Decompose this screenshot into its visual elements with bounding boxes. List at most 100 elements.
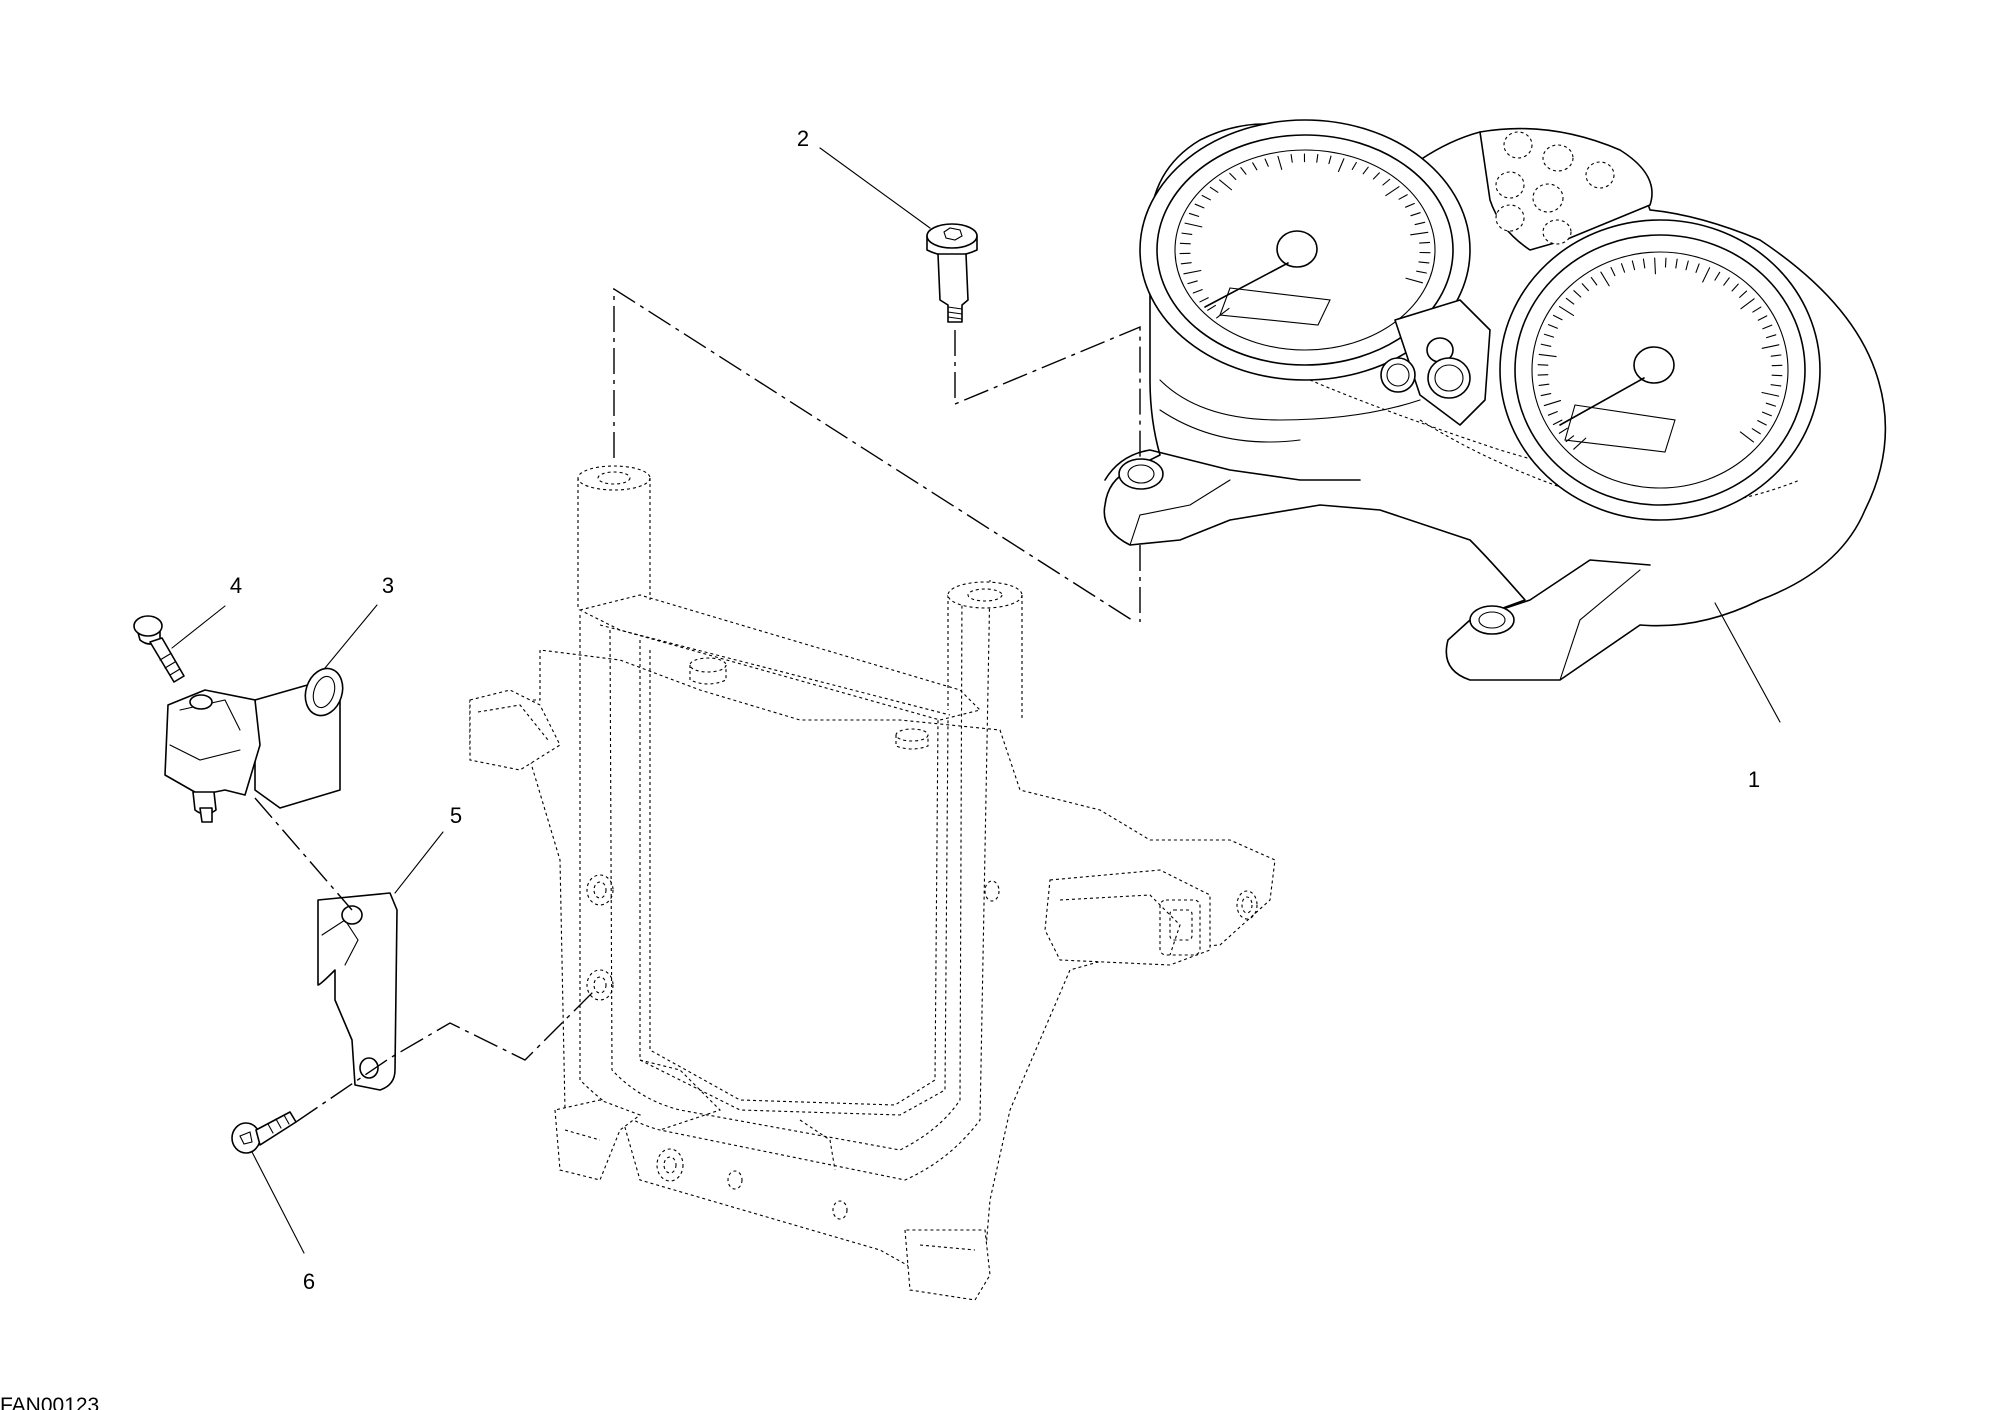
instrument-support-bracket	[469, 465, 1276, 1301]
callout-number: 1	[1748, 767, 1760, 792]
gauge-tick	[1410, 212, 1421, 217]
callout-number: 5	[450, 803, 462, 828]
callout-5: 5	[394, 803, 462, 894]
speedometer-ticks	[1537, 257, 1783, 450]
gauge-tick	[1770, 384, 1782, 387]
gauge-tick	[1419, 241, 1431, 244]
gauge-tick	[1757, 315, 1768, 321]
callout-number: 4	[230, 573, 242, 598]
callout-number: 2	[797, 126, 809, 151]
gauge-tick	[1181, 232, 1193, 236]
gauge-tick	[1610, 266, 1616, 277]
gauge-tick	[1405, 202, 1415, 208]
callout-6: 6	[251, 1151, 315, 1294]
gauge-tick	[1183, 269, 1202, 275]
gauge-tick	[1761, 344, 1780, 349]
instrument-cluster	[1103, 119, 1887, 681]
gauge-tick	[1573, 437, 1587, 450]
gauge-tick	[1702, 267, 1711, 283]
gauge-tick	[1723, 277, 1730, 286]
gauge-tick	[1547, 411, 1558, 416]
gauge-tick	[1642, 258, 1646, 269]
gauge-tick	[1351, 161, 1357, 171]
gauge-tick	[1752, 306, 1762, 313]
gauge-tick	[1543, 400, 1562, 407]
gauge-tick	[1277, 155, 1283, 170]
gauge-tick	[1685, 260, 1689, 271]
gauge-tick	[1766, 334, 1777, 339]
gauge-tick	[1192, 289, 1203, 294]
gauge-tick	[1761, 411, 1772, 417]
gauge-tick	[1547, 324, 1558, 329]
gauge-tick	[1552, 419, 1563, 426]
gauge-tick	[1207, 304, 1217, 311]
gauge-tick	[1179, 242, 1191, 245]
gauge-tick	[1414, 221, 1426, 226]
gauge-tick	[1316, 153, 1319, 163]
gauge-tick	[1290, 154, 1293, 163]
gauge-tick	[1540, 392, 1552, 397]
gauge-tick	[1731, 283, 1739, 292]
gauge-tick	[1194, 203, 1205, 209]
gauge-tick	[1620, 263, 1626, 273]
gauge-tick	[1372, 172, 1380, 180]
gauge-tick	[1757, 420, 1767, 426]
gauge-tick	[1337, 158, 1345, 173]
gauge-tick	[1418, 261, 1430, 264]
assembly-center-lines	[254, 287, 1141, 1123]
gauge-tick	[1410, 231, 1429, 236]
gauge-tick	[1188, 212, 1200, 217]
gauge-tick	[1739, 290, 1748, 298]
gauge-tick	[1739, 431, 1755, 443]
callout-2: 2	[797, 126, 931, 229]
gauge-tick	[1581, 283, 1590, 292]
gauge-tick	[1362, 166, 1369, 175]
sensor-housing	[164, 667, 344, 823]
cluster-mounting-screw	[926, 223, 978, 323]
sensor-bracket-plate	[317, 892, 398, 1091]
callout-number: 3	[382, 573, 394, 598]
gauge-tick	[1219, 179, 1233, 191]
gauge-tick	[1538, 353, 1557, 358]
gauge-tick	[1695, 263, 1700, 273]
gauge-tick	[1600, 271, 1610, 287]
tachometer-ticks	[1179, 153, 1431, 319]
gauge-tick	[1199, 297, 1209, 303]
gauge-tick	[1540, 343, 1552, 347]
drawing-code: FAN00123	[0, 1394, 99, 1410]
gauge-tick	[1590, 276, 1598, 286]
callout-4: 4	[171, 573, 242, 649]
gauge-tick	[1552, 314, 1563, 321]
gauge-tick	[1184, 222, 1203, 228]
gauge-tick	[1558, 427, 1568, 434]
gauge-tick	[1543, 333, 1555, 338]
gauge-tick	[1765, 402, 1777, 407]
gauge-tick	[1382, 178, 1391, 186]
sensor-fixing-bolt	[133, 615, 185, 683]
gauge-tick	[1180, 262, 1192, 265]
gauge-tick	[1740, 298, 1755, 310]
gauge-tick	[1631, 260, 1636, 271]
gauge-tick	[1252, 162, 1258, 171]
gauge-tick	[1405, 277, 1424, 284]
gauge-tick	[1209, 186, 1219, 193]
gauge-tick	[1573, 290, 1582, 298]
gauge-tick	[1216, 307, 1230, 319]
gauge-tick	[1654, 257, 1656, 275]
gauge-tick	[1229, 172, 1237, 181]
gauge-tick	[1201, 194, 1211, 201]
gauge-tick	[1751, 428, 1761, 435]
gauge-tick	[1565, 297, 1575, 305]
callout-number: 6	[303, 1269, 315, 1294]
callout-1: 1	[1714, 602, 1781, 792]
gauge-tick	[1538, 383, 1550, 386]
gauge-tick	[1714, 271, 1721, 281]
callout-3: 3	[324, 573, 394, 669]
gauge-tick	[1264, 158, 1269, 167]
gauge-tick	[1761, 391, 1780, 397]
gauge-tick	[1240, 167, 1247, 175]
gauge-tick	[1770, 354, 1782, 357]
gauge-tick	[1675, 258, 1678, 269]
gauge-tick	[1328, 155, 1332, 165]
